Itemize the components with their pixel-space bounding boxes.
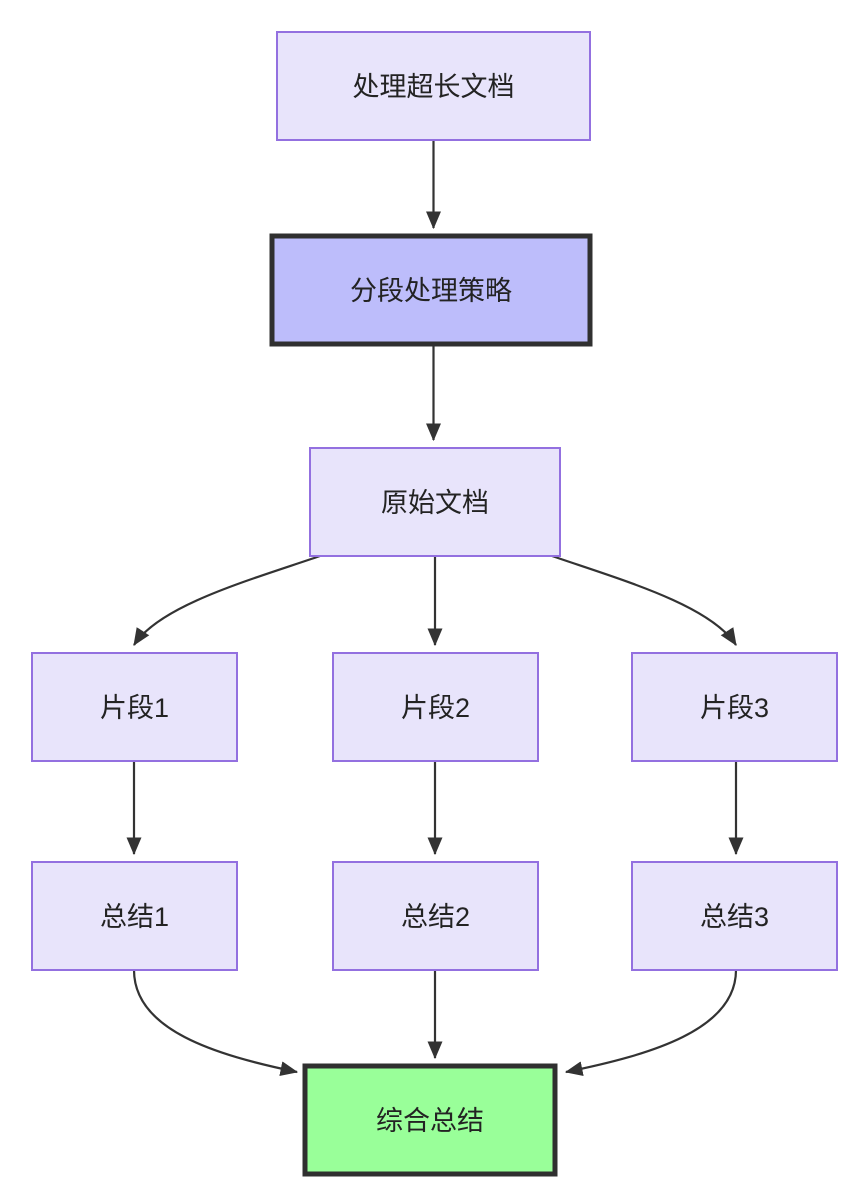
node-box-n3[interactable] <box>309 447 561 557</box>
node-label-n10: 综合总结 <box>376 1106 484 1136</box>
node-box-n9[interactable] <box>631 861 838 971</box>
node-n3[interactable]: 原始文档 <box>309 447 561 557</box>
node-n10[interactable]: 综合总结 <box>302 1063 558 1177</box>
node-n2[interactable]: 分段处理策略 <box>269 233 593 347</box>
node-box-n7[interactable] <box>31 861 238 971</box>
node-n6[interactable]: 片段3 <box>631 652 838 762</box>
node-label-n5: 片段2 <box>401 693 470 723</box>
node-n5[interactable]: 片段2 <box>332 652 539 762</box>
node-label-n1: 处理超长文档 <box>353 72 515 102</box>
node-n9[interactable]: 总结3 <box>631 861 838 971</box>
node-label-n6: 片段3 <box>700 693 769 723</box>
node-label-n8: 总结2 <box>401 902 470 932</box>
node-n4[interactable]: 片段1 <box>31 652 238 762</box>
node-box-n4[interactable] <box>31 652 238 762</box>
node-n8[interactable]: 总结2 <box>332 861 539 971</box>
node-box-n5[interactable] <box>332 652 539 762</box>
node-box-n8[interactable] <box>332 861 539 971</box>
node-box-n10[interactable] <box>302 1063 558 1177</box>
node-label-n4: 片段1 <box>100 693 169 723</box>
node-label-n3: 原始文档 <box>381 488 489 518</box>
node-label-n9: 总结3 <box>700 902 769 932</box>
node-box-n1[interactable] <box>276 31 591 141</box>
edges-layer <box>126 140 744 1077</box>
edge-n7-to-n10 <box>132 969 299 1076</box>
node-n1[interactable]: 处理超长文档 <box>276 31 591 141</box>
node-box-n6[interactable] <box>631 652 838 762</box>
node-box-n2[interactable] <box>269 233 593 347</box>
edge-n3-to-n6 <box>551 554 737 646</box>
edge-n3-to-n4 <box>133 554 321 646</box>
node-label-n7: 总结1 <box>100 902 169 932</box>
node-n7[interactable]: 总结1 <box>31 861 238 971</box>
edge-n9-to-n10 <box>564 969 738 1077</box>
node-label-n2: 分段处理策略 <box>350 276 512 306</box>
